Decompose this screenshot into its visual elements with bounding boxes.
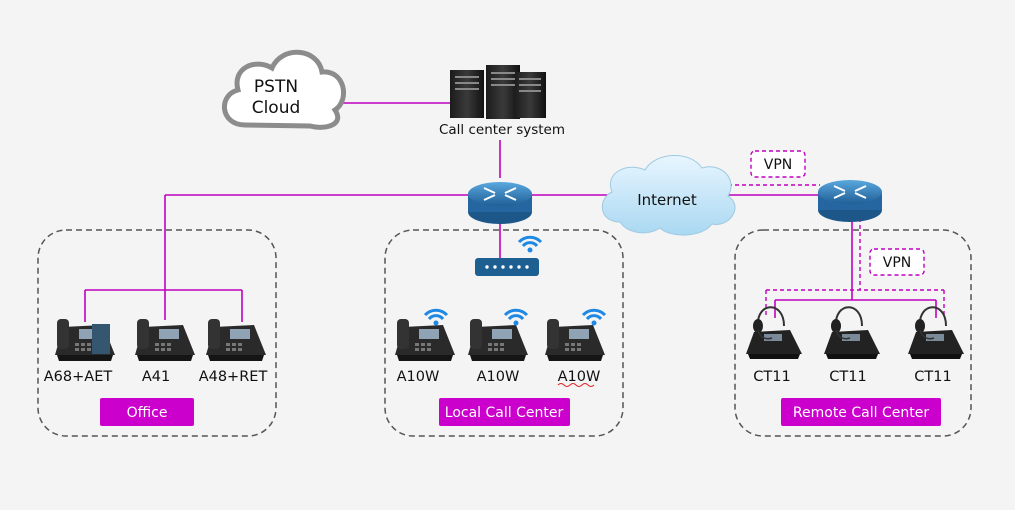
headset-phone-icon xyxy=(823,306,881,360)
pstn-cloud: PSTN Cloud xyxy=(221,49,346,130)
local-label-pill: Local Call Center xyxy=(439,398,570,426)
cloud-label-line1: PSTN xyxy=(254,77,298,97)
server-label: Call center system xyxy=(439,122,565,138)
remote-device-label: CT11 xyxy=(753,369,790,385)
main-router-icon xyxy=(467,181,533,225)
internet-cloud: Internet xyxy=(602,155,736,236)
remote-label: Remote Call Center xyxy=(793,405,929,421)
office-phone-icon xyxy=(206,319,266,361)
office-label-pill: Office xyxy=(100,398,194,426)
vpn-box-top: VPN xyxy=(750,150,806,178)
internet-cloud-icon xyxy=(602,155,736,236)
local-label: Local Call Center xyxy=(445,405,564,421)
local-device-label: A10W xyxy=(558,369,601,385)
office-expansion-icon xyxy=(92,324,110,354)
local-device-label: A10W xyxy=(477,369,520,385)
remote-group-box xyxy=(734,229,972,437)
office-label: Office xyxy=(127,405,168,421)
wifi-signal-icon xyxy=(423,308,449,327)
vpn-label-top: VPN xyxy=(764,157,793,173)
wifi-access-point-icon xyxy=(475,258,539,276)
wifi-signal-icon xyxy=(581,308,607,327)
local-phone-icon xyxy=(395,319,455,361)
wifi-signal-icon xyxy=(517,235,543,254)
office-device-label: A48+RET xyxy=(199,369,268,385)
server-icon xyxy=(450,65,546,119)
office-phone-icon xyxy=(135,319,195,361)
vpn-label-lower: VPN xyxy=(883,255,912,271)
office-device-label: A68+AET xyxy=(44,369,113,385)
local-group-box xyxy=(384,229,624,437)
spellcheck-underline xyxy=(557,383,595,387)
vpn-box-lower: VPN xyxy=(869,248,925,276)
remote-router-icon xyxy=(817,179,883,223)
remote-label-pill: Remote Call Center xyxy=(781,398,941,426)
cloud-label-line2: Cloud xyxy=(252,98,301,118)
local-phone-icon xyxy=(468,319,528,361)
remote-device-label: CT11 xyxy=(914,369,951,385)
local-phone-icon xyxy=(545,319,605,361)
office-device-label: A41 xyxy=(142,369,170,385)
headset-phone-icon xyxy=(745,306,803,360)
cloud-outline-icon xyxy=(221,49,346,130)
local-device-label: A10W xyxy=(397,369,440,385)
internet-label: Internet xyxy=(637,191,697,209)
remote-device-label: CT11 xyxy=(829,369,866,385)
wifi-signal-icon xyxy=(503,308,529,327)
vpn-tunnels xyxy=(728,184,945,316)
office-group-box xyxy=(37,229,277,437)
